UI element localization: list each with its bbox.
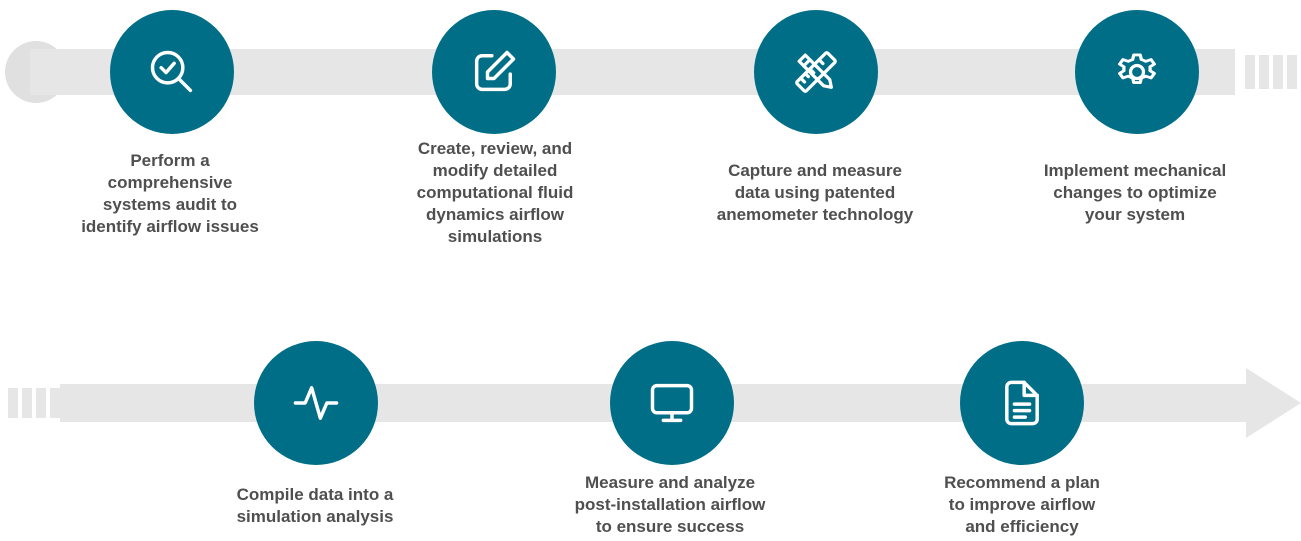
timeline-arrow-head xyxy=(1246,368,1301,438)
step-4-caption: Implement mechanical changes to optimize… xyxy=(1020,160,1250,226)
step-6-caption: Measure and analyze post-installation ai… xyxy=(550,472,790,538)
step-3-circle xyxy=(754,10,878,134)
caption-line: Perform a xyxy=(130,151,210,170)
caption-line: identify airflow issues xyxy=(81,217,259,236)
caption-line: to ensure success xyxy=(595,517,745,536)
caption-line: changes to optimize xyxy=(1053,183,1217,202)
caption-line: your system xyxy=(1084,205,1186,224)
step-3-caption: Capture and measure data using patented … xyxy=(700,160,930,226)
edit-icon xyxy=(474,50,516,92)
caption-line: Implement mechanical xyxy=(1043,161,1227,180)
timeline-dash xyxy=(50,388,60,418)
caption-line: Measure and analyze xyxy=(584,473,756,492)
caption-line: Compile data into a xyxy=(236,485,394,504)
timeline-dash xyxy=(22,388,32,418)
timeline-dash xyxy=(1259,55,1269,89)
ruler-pencil-icon xyxy=(795,51,837,93)
timeline-dash xyxy=(1245,55,1255,89)
timeline-dash xyxy=(8,388,18,418)
timeline-dash xyxy=(36,388,46,418)
caption-line: post-installation airflow xyxy=(574,495,766,514)
caption-line: simulations xyxy=(447,227,543,246)
step-2-circle xyxy=(432,10,556,134)
step-5-caption: Compile data into a simulation analysis xyxy=(200,484,430,528)
caption-line: and efficiency xyxy=(965,517,1079,536)
caption-line: anemometer technology xyxy=(716,205,914,224)
step-7-caption: Recommend a plan to improve airflow and … xyxy=(907,472,1137,538)
step-5-circle xyxy=(254,341,378,465)
timeline-dash xyxy=(1287,55,1297,89)
caption-line: Recommend a plan xyxy=(944,473,1100,492)
step-2-caption: Create, review, and modify detailed comp… xyxy=(380,138,610,248)
caption-line: to improve airflow xyxy=(948,495,1096,514)
caption-line: systems audit to xyxy=(102,195,238,214)
gear-icon xyxy=(1118,53,1156,84)
step-7-circle xyxy=(960,341,1084,465)
monitor-icon xyxy=(650,383,694,423)
caption-line: Capture and measure xyxy=(728,161,902,180)
magnify-check-icon xyxy=(150,50,193,93)
step-4-circle xyxy=(1075,10,1199,134)
caption-line: modify detailed xyxy=(432,161,558,180)
caption-line: simulation analysis xyxy=(236,507,394,526)
caption-line: comprehensive xyxy=(107,173,233,192)
document-icon xyxy=(1005,380,1039,426)
caption-line: data using patented xyxy=(734,183,896,202)
caption-line: dynamics airflow xyxy=(426,205,564,224)
caption-line: computational fluid xyxy=(416,183,574,202)
timeline-dash xyxy=(1273,55,1283,89)
step-1-circle xyxy=(110,10,234,134)
step-1-caption: Perform a comprehensive systems audit to… xyxy=(60,150,280,238)
caption-line: Create, review, and xyxy=(417,139,573,158)
step-6-circle xyxy=(610,341,734,465)
pulse-icon xyxy=(293,386,339,420)
